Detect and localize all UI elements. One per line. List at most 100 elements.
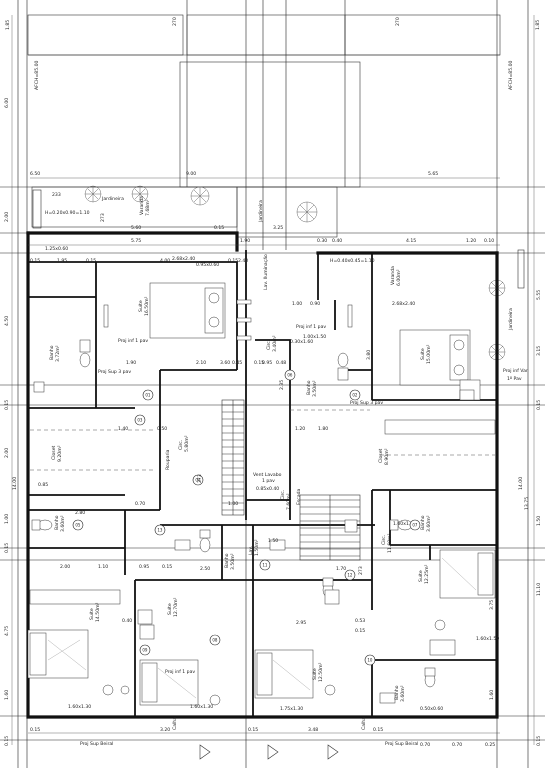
shower-icon <box>137 609 153 625</box>
room-tag: 04 <box>192 474 204 486</box>
room-tag: 06 <box>284 369 296 381</box>
svg-text:1.00: 1.00 <box>4 514 10 524</box>
svg-text:3.80: 3.80 <box>366 350 372 360</box>
svg-text:0.15: 0.15 <box>228 258 238 264</box>
svg-text:0.48: 0.48 <box>276 360 286 366</box>
svg-text:13.75: 13.75 <box>524 497 530 510</box>
svg-text:3.48: 3.48 <box>308 727 318 733</box>
room-tag: 02 <box>349 389 361 401</box>
room-banho-br-area: 3.60m² <box>400 685 406 702</box>
room-lav-int: Lav. Iluminação <box>263 254 269 290</box>
svg-text:4.75: 4.75 <box>4 626 10 636</box>
room-banho-right-name: Banho <box>306 380 312 395</box>
svg-text:0.15: 0.15 <box>4 400 10 410</box>
room-circ-vert-name: Circ. <box>381 535 387 545</box>
svg-text:Proj inf 1 pav: Proj inf 1 pav <box>165 669 195 675</box>
room-circ-mid-area: 7.60m² <box>286 493 292 510</box>
svg-text:1.60x1.50: 1.60x1.50 <box>476 636 499 642</box>
svg-text:0.45: 0.45 <box>232 360 242 366</box>
room-suite-bc2-name: Suíte <box>311 668 318 680</box>
tree-icon <box>84 185 102 203</box>
toilet-icon <box>199 529 211 553</box>
window-spec-left: H=0.20x0.90=1.10 <box>45 210 90 216</box>
room-suite-bl-area: 14.50m² <box>95 602 101 622</box>
room-lav-venti-area: 1 pav <box>262 478 275 484</box>
grid-label-top-right: 1.85 <box>535 20 541 30</box>
room-suite-right-name: Suíte <box>419 348 426 360</box>
wardrobe-icon <box>384 419 496 435</box>
room-labels: Varanda 7.68m² Varanda 6.00m² Suíte 16.5… <box>49 196 432 702</box>
room-banho-left-name: Banho <box>49 345 55 360</box>
svg-text:0.85: 0.85 <box>38 482 48 488</box>
afastamento-left: AFCH=85.00 <box>34 60 40 90</box>
svg-text:0.50x0.60: 0.50x0.60 <box>420 706 443 712</box>
grid-label-top-left-mark: 270 <box>172 17 178 26</box>
bed-icon <box>439 549 496 599</box>
second-row-dims: 1.25x0.60 0.15 1.95 0.15 4.00 2.68x2.40 … <box>30 246 248 264</box>
svg-text:Proj Sup Beiral: Proj Sup Beiral <box>80 741 113 747</box>
svg-text:273: 273 <box>100 213 106 222</box>
sink-icon <box>269 539 286 551</box>
svg-text:0.25: 0.25 <box>485 742 495 748</box>
svg-text:08: 08 <box>212 638 218 643</box>
top-upper-boxes <box>27 14 501 188</box>
room-rouparia-name: Rouparia <box>165 449 171 470</box>
room-suite-br-area: 12.25m² <box>424 564 430 584</box>
room-circ-right-area: 3.40m² <box>272 335 278 352</box>
svg-text:0.15: 0.15 <box>373 727 383 733</box>
vertical-dims-left: 6.00 2.00 4.50 0.15 2.00 1.00 0.15 4.75 … <box>4 15 18 746</box>
top-dim-mid: 9.00 <box>186 171 196 177</box>
svg-text:0.30: 0.30 <box>317 238 327 244</box>
jardineira-strip: Jardineira Jardineira Jardineira H=0.20x… <box>31 186 514 331</box>
room-tag: 01 <box>142 389 154 401</box>
svg-text:05: 05 <box>75 523 81 528</box>
room-banho-mid-right-area: 3.60m² <box>426 515 432 532</box>
svg-text:1.75x1.30: 1.75x1.30 <box>280 706 303 712</box>
room-varanda-right-area: 6.00m² <box>396 269 402 286</box>
svg-text:0.15: 0.15 <box>214 225 224 231</box>
svg-text:0.40: 0.40 <box>332 238 342 244</box>
svg-text:0.90: 0.90 <box>310 301 320 307</box>
toilet-icon <box>337 352 349 381</box>
room-suite-br-name: Suíte <box>417 570 424 582</box>
room-lav-name: Lav. <box>248 546 254 555</box>
room-banho-br-name: Banho <box>394 685 400 700</box>
room-circ-vert-area: 11.60m² <box>387 533 393 553</box>
svg-text:0.95: 0.95 <box>139 564 149 570</box>
svg-text:11: 11 <box>262 563 268 568</box>
room-banho-left-area: 3.72m² <box>55 345 61 362</box>
svg-text:233: 233 <box>52 192 61 198</box>
room-lav-area: 1.50m² <box>254 539 260 556</box>
afastamento-right: AFCH=85.00 <box>508 60 514 90</box>
room-banho-mid-left-name: Banho <box>54 515 60 530</box>
room-varanda-right-name: Varanda <box>390 266 396 285</box>
overall-dim-right: 14.00 <box>518 477 524 490</box>
svg-text:Jardineira: Jardineira <box>258 200 264 223</box>
svg-text:Proj Sup Beiral: Proj Sup Beiral <box>385 741 418 747</box>
room-varanda-left-name: Varanda <box>139 196 145 215</box>
svg-text:2.00: 2.00 <box>4 212 10 222</box>
exterior-walls <box>26 189 525 719</box>
svg-text:Proj inf 1 pav: Proj inf 1 pav <box>296 324 326 330</box>
chair-icon <box>209 694 221 706</box>
upper-dims: 5.60 0.15 3.25 5.75 0.30 0.40 4.15 1.20 … <box>28 225 500 246</box>
sink-icon <box>379 692 396 704</box>
svg-text:3.60: 3.60 <box>220 360 230 366</box>
desk-icon <box>429 639 456 656</box>
svg-text:2.80: 2.80 <box>75 510 85 516</box>
svg-text:1.00x1.50: 1.00x1.50 <box>303 334 326 340</box>
room-tag: 03 <box>134 414 146 426</box>
toilet-icon <box>31 519 53 531</box>
svg-text:5.60: 5.60 <box>131 225 141 231</box>
svg-text:2.68x2.40: 2.68x2.40 <box>392 301 415 307</box>
grid-label-top-right-mark: 270 <box>395 17 401 26</box>
svg-text:1.60: 1.60 <box>489 690 495 700</box>
svg-text:0.15: 0.15 <box>254 360 264 366</box>
bed-icon <box>27 629 89 679</box>
svg-text:4.15: 4.15 <box>406 238 416 244</box>
svg-text:0.15: 0.15 <box>536 736 542 746</box>
bed-icon <box>149 282 226 339</box>
svg-text:0.70: 0.70 <box>420 742 430 748</box>
room-tag: 10 <box>364 654 376 666</box>
